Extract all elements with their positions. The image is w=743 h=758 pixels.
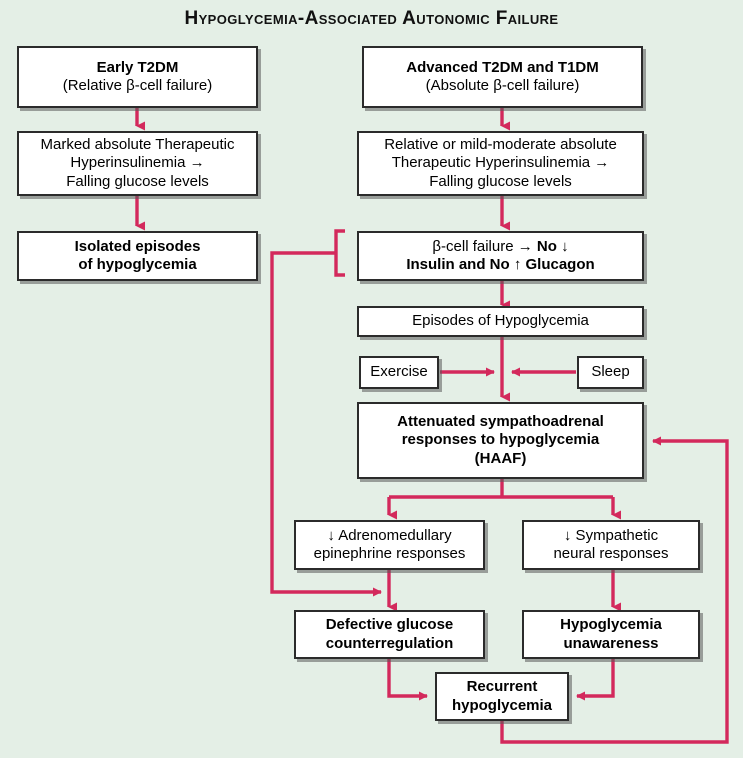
node-episodes-hypoglycemia[interactable]: Episodes of Hypoglycemia — [357, 306, 644, 337]
node-advanced-line1: Advanced T2DM and T1DM — [406, 58, 599, 76]
node-haaf-line1: Attenuated sympathoadrenal — [397, 413, 604, 431]
node-marked-line3: Falling glucose levels — [66, 172, 209, 190]
node-recurrent-hypoglycemia[interactable]: Recurrent hypoglycemia — [435, 672, 569, 721]
node-relative-line1: Relative or mild-moderate absolute — [384, 136, 617, 154]
node-unawareness-line1: Hypoglycemia — [560, 616, 662, 634]
edge-defective-to-recurrent — [387, 659, 428, 701]
node-recurrent-line2: hypoglycemia — [451, 696, 553, 714]
node-isolated-line2: of hypoglycemia — [78, 256, 197, 273]
node-episodes-line1: Episodes of Hypoglycemia — [412, 312, 589, 330]
node-early-t2dm-line1: Early T2DM — [96, 58, 179, 76]
node-sympathetic-line1: ↓ Sympathetic — [563, 526, 659, 544]
node-hypoglycemia-unawareness[interactable]: Hypoglycemia unawareness — [522, 610, 700, 659]
node-defective-line1: Defective glucose — [325, 616, 454, 634]
node-sleep[interactable]: Sleep — [577, 356, 644, 389]
node-haaf-line2: responses to hypoglycemia — [401, 431, 600, 449]
page-title: Hypoglycemia-Associated Autonomic Failur… — [184, 8, 559, 29]
node-isolated-line1: Isolated episodes — [74, 237, 201, 255]
node-adrenomedullary-line1: ↓ Adrenomedullary — [327, 526, 452, 544]
node-beta-line1-a: β-cell failure → — [432, 237, 537, 255]
node-haaf[interactable]: Attenuated sympathoadrenal responses to … — [357, 402, 644, 479]
node-advanced-line2: (Absolute β-cell failure) — [425, 77, 580, 94]
edge-unawareness-to-recurrent — [576, 659, 615, 701]
node-marked-hyperinsulinemia[interactable]: Marked absolute Therapeutic Hyperinsulin… — [17, 131, 258, 196]
node-marked-line1: Marked absolute Therapeutic — [40, 136, 235, 154]
node-unawareness-line2: unawareness — [563, 634, 659, 652]
node-relative-line2: Therapeutic Hyperinsulinemia → — [391, 154, 610, 172]
node-advanced-t2dm-t1dm[interactable]: Advanced T2DM and T1DM (Absolute β-cell … — [362, 46, 643, 108]
node-beta-line2: Insulin and No ↑ Glucagon — [406, 256, 595, 273]
node-adrenomedullary[interactable]: ↓ Adrenomedullary epinephrine responses — [294, 520, 485, 570]
node-relative-line3: Falling glucose levels — [429, 172, 572, 190]
node-isolated-episodes[interactable]: Isolated episodes of hypoglycemia — [17, 231, 258, 281]
node-adrenomedullary-line2: epinephrine responses — [313, 545, 466, 562]
node-early-t2dm-line2: (Relative β-cell failure) — [62, 77, 213, 94]
node-beta-cell-failure[interactable]: β-cell failure → No ↓ Insulin and No ↑ G… — [357, 231, 644, 281]
node-defective-counterregulation[interactable]: Defective glucose counterregulation — [294, 610, 485, 659]
edge-bracket-feedback-left — [334, 229, 345, 277]
node-defective-line2: counterregulation — [325, 634, 454, 652]
node-sympathetic-line2: neural responses — [553, 545, 669, 562]
node-relative-hyperinsulinemia[interactable]: Relative or mild-moderate absolute Thera… — [357, 131, 644, 196]
node-exercise[interactable]: Exercise — [359, 356, 439, 389]
node-beta-line1-b: No ↓ — [536, 237, 569, 255]
node-early-t2dm[interactable]: Early T2DM (Relative β-cell failure) — [17, 46, 258, 108]
node-haaf-line3: (HAAF) — [474, 449, 527, 467]
node-sympathetic[interactable]: ↓ Sympathetic neural responses — [522, 520, 700, 570]
node-marked-line2: Hyperinsulinemia → — [70, 154, 205, 172]
node-exercise-line1: Exercise — [370, 363, 428, 381]
node-recurrent-line1: Recurrent — [466, 678, 538, 696]
node-sleep-line1: Sleep — [591, 363, 630, 381]
